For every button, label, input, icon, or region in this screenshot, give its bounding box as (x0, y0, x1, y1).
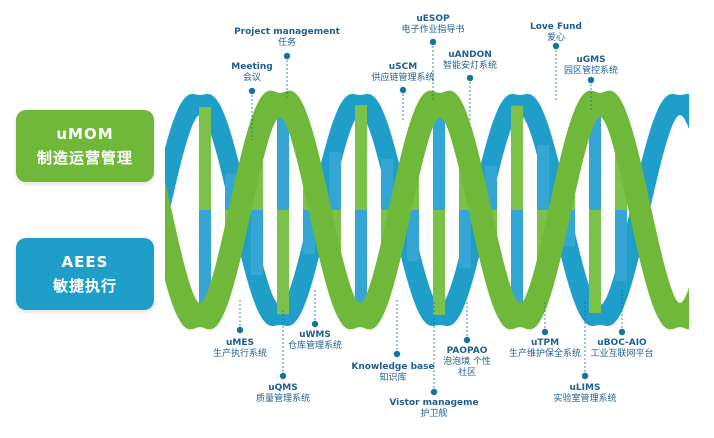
label-project-management: Project management 任务 (234, 27, 340, 48)
label-uqms: uQMS 质量管理系统 (255, 383, 311, 404)
helix-rung-bottom (251, 210, 263, 276)
aees-title: AEES (61, 252, 109, 271)
label-uesop: uESOP 电子作业指导书 (401, 14, 465, 35)
helix-rung-top (355, 105, 367, 210)
leader-dot (618, 328, 626, 336)
helix-rung-bottom (277, 210, 289, 315)
label-meeting: Meeting 会议 (231, 62, 273, 83)
umom-box: uMOM 制造运营管理 (16, 110, 154, 182)
helix-rung-bottom (407, 210, 419, 262)
label-knowledge-base: Knowledge base 知识库 (351, 362, 435, 383)
leader-dot (587, 76, 595, 84)
label-utpm: uTPM 生产维护保全系统 (508, 338, 582, 359)
leader-dot (399, 86, 407, 94)
leader-dot (236, 326, 244, 334)
leader-dot (466, 74, 474, 82)
helix-rung-bottom (615, 210, 627, 282)
helix-rung-top (199, 107, 211, 210)
leader-dot (393, 350, 401, 358)
helix-rung-bottom (589, 210, 601, 313)
helix-rung-bottom (433, 210, 445, 315)
label-paopao: PAOPAO 泡泡境 个性社区 (443, 346, 491, 378)
helix-strand-green (165, 90, 689, 330)
helix-strands (165, 93, 689, 327)
helix-rung-top (381, 158, 393, 210)
leader-dot (581, 372, 589, 380)
umom-title: uMOM (56, 124, 114, 143)
leader-dot (283, 52, 291, 60)
leader-dot (311, 320, 319, 328)
label-uscm: uSCM 供应链管理系统 (371, 62, 435, 83)
helix-rung-bottom (355, 210, 367, 315)
helix-rung-bottom (199, 210, 211, 313)
label-ulims: uLIMS 实验室管理系统 (553, 383, 617, 404)
label-uandon: uANDON 智能安灯系统 (442, 50, 498, 71)
helix-rung-top (433, 105, 445, 210)
label-love-fund: Love Fund 爱心 (530, 22, 582, 43)
leader-dot (430, 388, 438, 396)
aees-box: AEES 敏捷执行 (16, 238, 154, 310)
helix-strands-front (165, 90, 689, 330)
helix-rung-top (589, 107, 601, 210)
label-ugms: uGMS 园区管控系统 (563, 55, 619, 76)
umom-subtitle: 制造运营管理 (36, 148, 133, 167)
leader-dot (279, 372, 287, 380)
helix-rung-bottom (511, 210, 523, 315)
helix-rung-top (277, 105, 289, 210)
label-umes: uMES 生产执行系统 (212, 338, 268, 359)
leader-dot (429, 38, 437, 46)
helix-rung-top (511, 105, 523, 210)
helix-rung-top (537, 144, 549, 210)
leader-dot (552, 42, 560, 50)
helix-strand-blue (165, 93, 689, 327)
label-vistor-management: Vistor manageme 护卫舰 (389, 398, 479, 419)
label-uboc-aio: uBOC-AIO 工业互联网平台 (590, 338, 654, 359)
label-leaders (236, 38, 626, 396)
leader-dot (248, 87, 256, 95)
aees-subtitle: 敏捷执行 (52, 276, 117, 295)
leader-dot (541, 328, 549, 336)
label-uwms: uWMS 仓库管理系统 (287, 330, 343, 351)
leader-dot (463, 336, 471, 344)
helix-rung-top (329, 151, 341, 210)
helix-rung-bottom (459, 210, 471, 269)
